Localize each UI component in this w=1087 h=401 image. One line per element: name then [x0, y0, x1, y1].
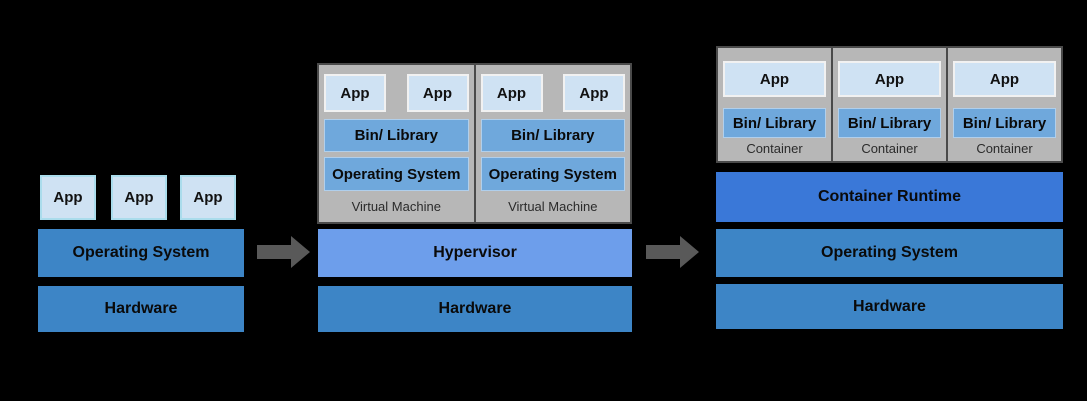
app-box: App	[406, 74, 469, 112]
operating-system-bar: Operating System	[716, 229, 1063, 277]
virtual-machine-caption: Virtual Machine	[351, 199, 441, 214]
hardware-bar: Hardware	[318, 286, 632, 332]
hypervisor-bar: Hypervisor	[318, 229, 632, 277]
app-box: App	[111, 175, 167, 220]
app-box: App	[838, 61, 941, 97]
hardware-bar: Hardware	[38, 286, 244, 332]
virtual-machine: App App Bin/ Library Operating System Vi…	[473, 65, 631, 222]
bin-library-bar: Bin/ Library	[480, 119, 625, 152]
arrow-right-icon	[257, 236, 310, 268]
app-box: App	[563, 74, 625, 112]
app-box: App	[480, 74, 543, 112]
arrow-head	[291, 236, 310, 268]
containers-group: App Bin/ Library Container App Bin/ Libr…	[716, 46, 1063, 163]
container-caption: Container	[746, 141, 803, 156]
container: App Bin/ Library Container	[946, 48, 1061, 161]
arrow-shaft	[257, 245, 291, 259]
arrow-right-icon	[646, 236, 699, 268]
arrow-head	[680, 236, 699, 268]
operating-system-bar: Operating System	[38, 229, 244, 277]
app-box: App	[723, 61, 826, 97]
container: App Bin/ Library Container	[718, 48, 831, 161]
bin-library-bar: Bin/ Library	[838, 108, 941, 138]
arrow-shaft	[646, 245, 680, 259]
bin-library-bar: Bin/ Library	[723, 108, 826, 138]
app-box: App	[40, 175, 96, 220]
operating-system-bar: Operating System	[324, 157, 469, 191]
virtual-machine: App App Bin/ Library Operating System Vi…	[319, 65, 474, 222]
app-box: App	[180, 175, 236, 220]
container-caption: Container	[861, 141, 918, 156]
container-caption: Container	[976, 141, 1033, 156]
operating-system-bar: Operating System	[480, 157, 625, 191]
virtual-machines-group: App App Bin/ Library Operating System Vi…	[317, 63, 632, 224]
hardware-bar: Hardware	[716, 284, 1063, 329]
container-runtime-bar: Container Runtime	[716, 172, 1063, 222]
virtual-machine-caption: Virtual Machine	[508, 199, 598, 214]
bin-library-bar: Bin/ Library	[953, 108, 1056, 138]
app-box: App	[953, 61, 1056, 97]
bin-library-bar: Bin/ Library	[324, 119, 469, 152]
container: App Bin/ Library Container	[831, 48, 946, 161]
app-box: App	[324, 74, 386, 112]
